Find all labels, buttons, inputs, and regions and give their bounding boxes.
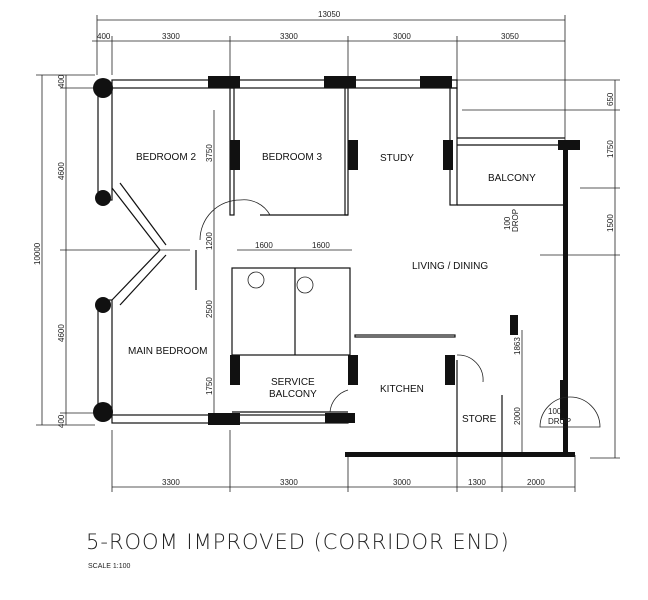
- dim-left: 4600: [57, 324, 66, 342]
- dim-inner: 1863: [513, 337, 522, 355]
- dim-top: 3050: [501, 32, 519, 41]
- dim-bottom: 3300: [162, 478, 180, 487]
- dim-top: 3300: [162, 32, 180, 41]
- dim-top: 400: [97, 32, 111, 41]
- dim-left: 400: [57, 414, 66, 428]
- dim-right: 1500: [606, 214, 615, 232]
- dim-top: 3300: [280, 32, 298, 41]
- dim-top: 3000: [393, 32, 411, 41]
- dimension-labels: 13050 400 3300 3300 3000 3050 10000 400 …: [33, 10, 615, 487]
- drop-note: 100: [548, 407, 562, 416]
- room-bedroom-3: BEDROOM 3: [262, 152, 322, 163]
- dim-right: 650: [606, 92, 615, 106]
- drop-note: DROP: [548, 417, 571, 426]
- room-bedroom-2: BEDROOM 2: [136, 152, 196, 163]
- walls: [97, 79, 565, 455]
- plan-scale: SCALE 1:100: [88, 563, 131, 570]
- drop-note: 100: [503, 216, 512, 230]
- dim-bottom: 3300: [280, 478, 298, 487]
- room-service-balcony: BALCONY: [269, 389, 317, 400]
- dim-inner: 1750: [205, 377, 214, 395]
- room-study: STUDY: [380, 153, 414, 164]
- dim-left: 400: [57, 74, 66, 88]
- dim-bottom: 2000: [527, 478, 545, 487]
- dim-left: 4600: [57, 162, 66, 180]
- dim-bottom: 1300: [468, 478, 486, 487]
- dim-right: 1750: [606, 140, 615, 158]
- dim-inner: 1600: [312, 241, 330, 250]
- solid-walls: [93, 76, 580, 457]
- dim-inner: 2500: [205, 300, 214, 318]
- dim-inner: 1600: [255, 241, 273, 250]
- room-kitchen: KITCHEN: [380, 384, 424, 395]
- door-swings: [199, 199, 601, 428]
- room-store: STORE: [462, 414, 497, 425]
- dim-total-width: 13050: [318, 10, 341, 19]
- dim-inner: 2000: [513, 407, 522, 425]
- drop-note: DROP: [511, 209, 520, 232]
- room-main-bedroom: MAIN BEDROOM: [128, 346, 207, 357]
- dim-inner: 1200: [205, 232, 214, 250]
- plan-title: 5-ROOM IMPROVED (CORRIDOR END): [86, 530, 510, 554]
- dimension-lines: [36, 15, 620, 492]
- dim-inner: 3750: [205, 144, 214, 162]
- dim-total-height: 10000: [33, 242, 42, 265]
- room-service-balcony: SERVICE: [271, 377, 315, 388]
- room-living-dining: LIVING / DINING: [412, 261, 488, 272]
- dim-bottom: 3000: [393, 478, 411, 487]
- room-labels: BEDROOM 2 BEDROOM 3 STUDY BALCONY LIVING…: [128, 152, 571, 426]
- room-balcony: BALCONY: [488, 173, 536, 184]
